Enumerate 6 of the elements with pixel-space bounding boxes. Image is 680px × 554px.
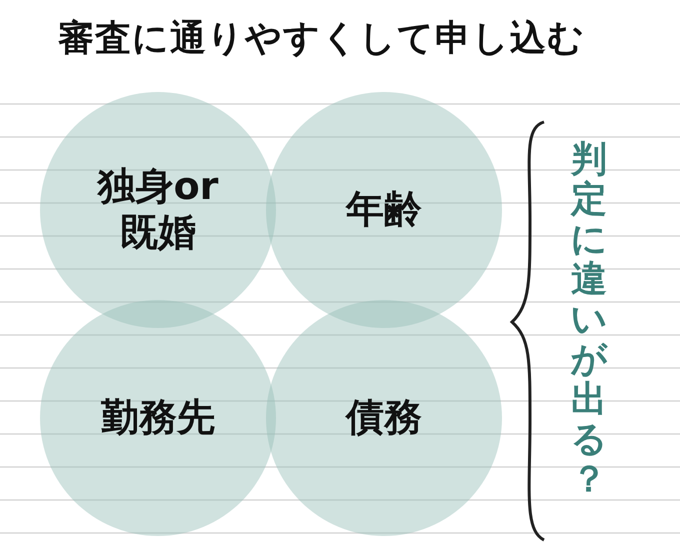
title: 審査に通りやすくして申し込む (58, 16, 585, 61)
circle-label: 独身or既婚 (96, 164, 220, 256)
circle-label: 勤務先 (100, 395, 216, 441)
vertical-note: 判定に違いが出る？ (570, 140, 608, 500)
circle-label: 年齢 (344, 187, 423, 233)
circle-label: 債務 (344, 395, 423, 441)
